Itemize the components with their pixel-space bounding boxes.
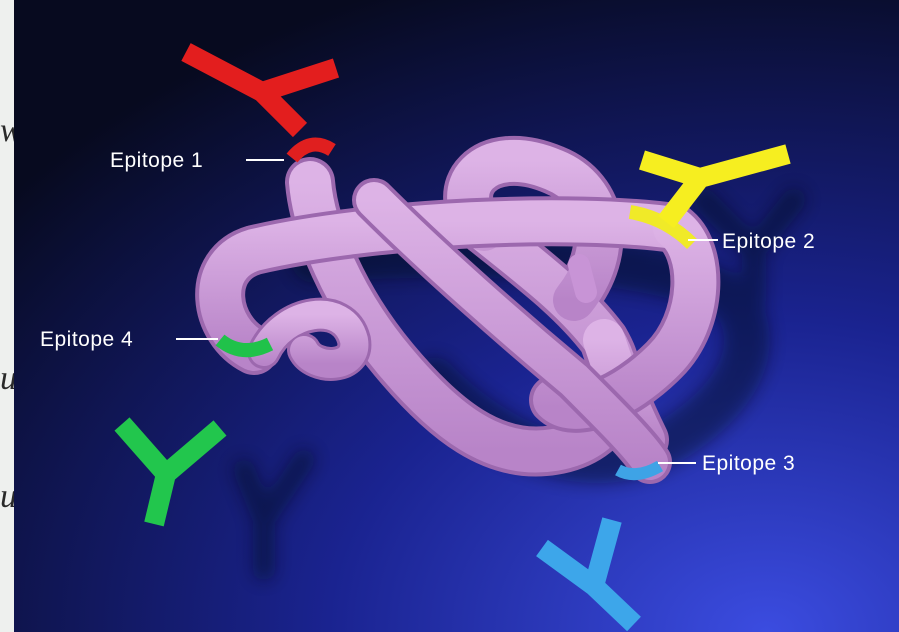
epitope-diagram: Epitope 1 Epitope 2 Epitope 3 Epitope 4 <box>14 0 899 632</box>
epitope-2-label: Epitope 2 <box>722 230 815 253</box>
epitope-1-label: Epitope 1 <box>110 149 203 172</box>
diagram-canvas: Epitope 1 Epitope 2 Epitope 3 Epitope 4 <box>14 0 899 632</box>
epitope-4-label: Epitope 4 <box>40 328 133 351</box>
epitope-3-label: Epitope 3 <box>702 452 795 475</box>
